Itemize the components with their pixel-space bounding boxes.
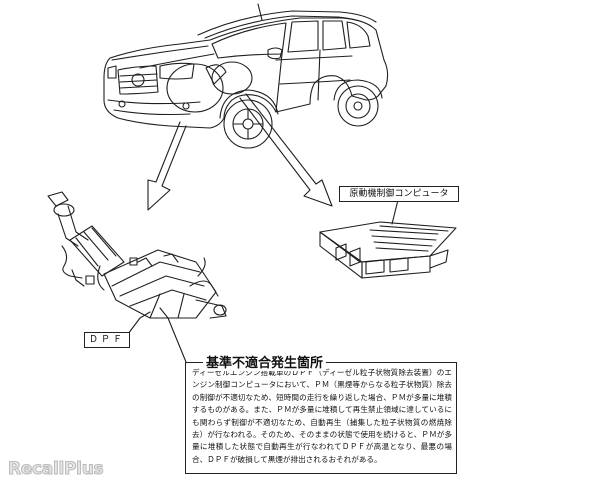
dpf-label: ＤＰＦ	[84, 332, 130, 348]
watermark-logo: RecallPlus	[7, 459, 104, 480]
vehicle-illustration	[103, 3, 389, 149]
defect-description: ディーゼルエンジン搭載車のＤＰＦ（ディーゼル粒子状物質除去装置）のエンジン制御コ…	[192, 368, 452, 464]
dpf-leader-line	[127, 311, 151, 335]
defect-location-title: 基準不適合発生箇所	[203, 352, 327, 371]
pointer-arrows	[147, 93, 333, 211]
defect-leader-line	[159, 307, 187, 363]
dpf-assembly	[47, 191, 227, 319]
defect-description-box: ディーゼルエンジン搭載車のＤＰＦ（ディーゼル粒子状物質除去装置）のエンジン制御コ…	[185, 362, 457, 474]
ecu-label: 原動機制御コンピュータ	[339, 186, 459, 202]
ecu-illustration	[319, 199, 457, 279]
